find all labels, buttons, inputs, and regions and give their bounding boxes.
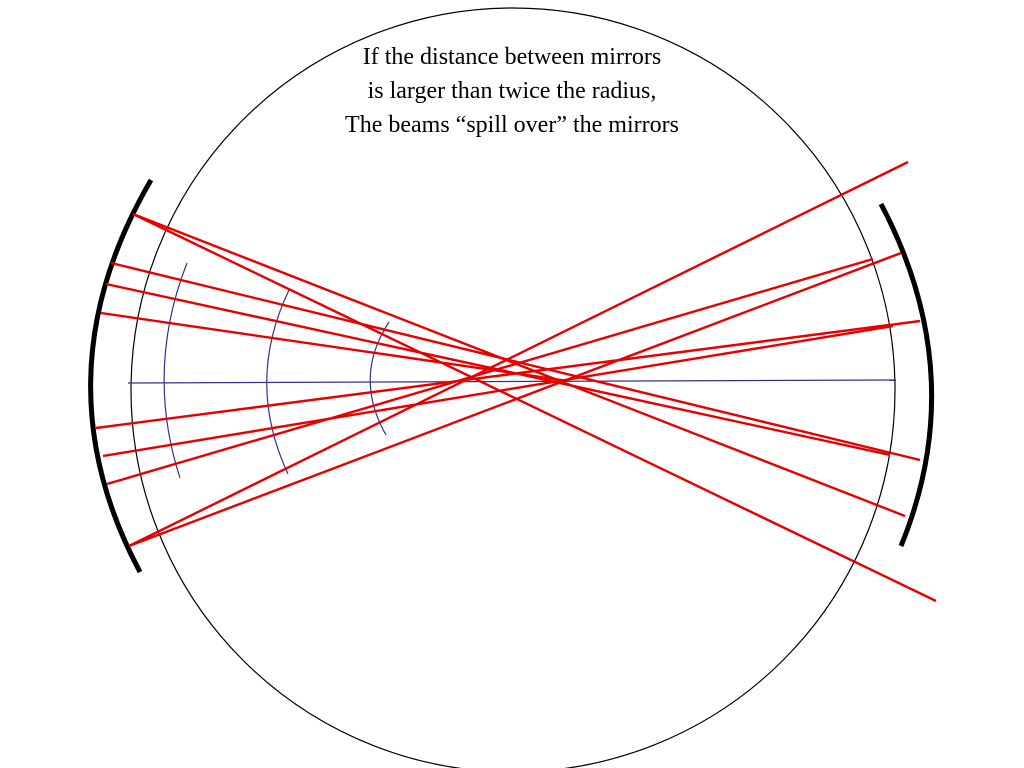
caption-line-3: The beams “spill over” the mirrors — [345, 112, 679, 138]
beam — [95, 319, 921, 430]
reference-circle — [130, 7, 896, 768]
optical-axis — [127, 379, 897, 384]
wavefront-arc-2 — [266, 289, 290, 475]
beam — [128, 160, 909, 548]
caption-line-2: is larger than twice the radius, — [367, 78, 657, 104]
beam — [102, 324, 894, 458]
beam — [110, 261, 921, 462]
right-mirror — [878, 202, 935, 547]
caption-line-1: If the distance between mirrors — [362, 44, 662, 70]
beam — [106, 257, 874, 486]
left-mirror — [88, 178, 154, 574]
beam — [128, 251, 902, 548]
beam — [100, 311, 569, 383]
wavefront-arc-1 — [163, 262, 188, 479]
caption: If the distance between mirrors is large… — [262, 40, 762, 142]
beam-group — [95, 160, 937, 603]
beam — [132, 212, 937, 603]
beam — [132, 212, 906, 518]
